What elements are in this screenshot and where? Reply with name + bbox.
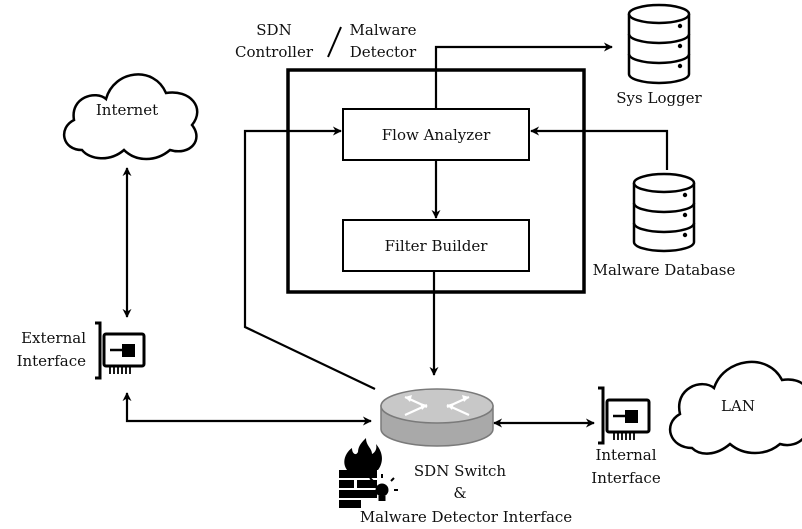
label-slash: [327, 26, 342, 58]
internal-interface-label-1: Internal: [595, 446, 656, 464]
controller-label: SDN Controller Malware Detector: [235, 21, 417, 61]
external-interface-label-1: External: [21, 329, 86, 347]
edge-flow-to-logger: [434, 42, 613, 109]
flow-analyzer-node: Flow Analyzer: [342, 108, 530, 161]
lan-label: LAN: [721, 397, 755, 415]
lan-cloud-icon: LAN: [668, 360, 802, 455]
flow-analyzer-label: Flow Analyzer: [382, 126, 491, 144]
internal-interface-network-card-icon: [598, 386, 651, 445]
controller-label-left-2: Controller: [235, 43, 314, 61]
malware-database-icon: Malware Database: [593, 172, 736, 279]
sys-logger-database-icon: Sys Logger: [616, 3, 703, 107]
controller-label-left-1: SDN: [256, 21, 291, 39]
filter-builder-box: [342, 219, 530, 272]
internal-interface-label-2: Interface: [591, 469, 661, 487]
filter-builder-label: Filter Builder: [385, 237, 489, 255]
edge-switch-to-flow: [243, 126, 376, 390]
edge-database-to-flow: [530, 126, 669, 170]
sys-logger-label: Sys Logger: [616, 89, 702, 107]
controller-label-right-2: Detector: [350, 43, 417, 61]
sdn-switch-label-1: SDN Switch: [414, 462, 507, 480]
controller-label-right-1: Malware: [350, 21, 417, 39]
sdn-switch-label-2: &: [453, 484, 466, 502]
external-interface-label-2: Interface: [17, 352, 87, 370]
internet-cloud-icon: Internet: [62, 73, 199, 161]
filter-builder-node: Filter Builder: [342, 219, 530, 272]
malware-database-label: Malware Database: [593, 261, 736, 279]
internet-label: Internet: [96, 101, 158, 119]
lightbulb-icon: [369, 474, 398, 501]
external-interface-network-card-icon: [95, 321, 146, 380]
sdn-switch-label-3: Malware Detector Interface: [360, 508, 572, 526]
sdn-switch-router-icon: [380, 388, 494, 447]
firewall-icon: [339, 438, 382, 508]
edge-external-switch: [122, 392, 372, 426]
